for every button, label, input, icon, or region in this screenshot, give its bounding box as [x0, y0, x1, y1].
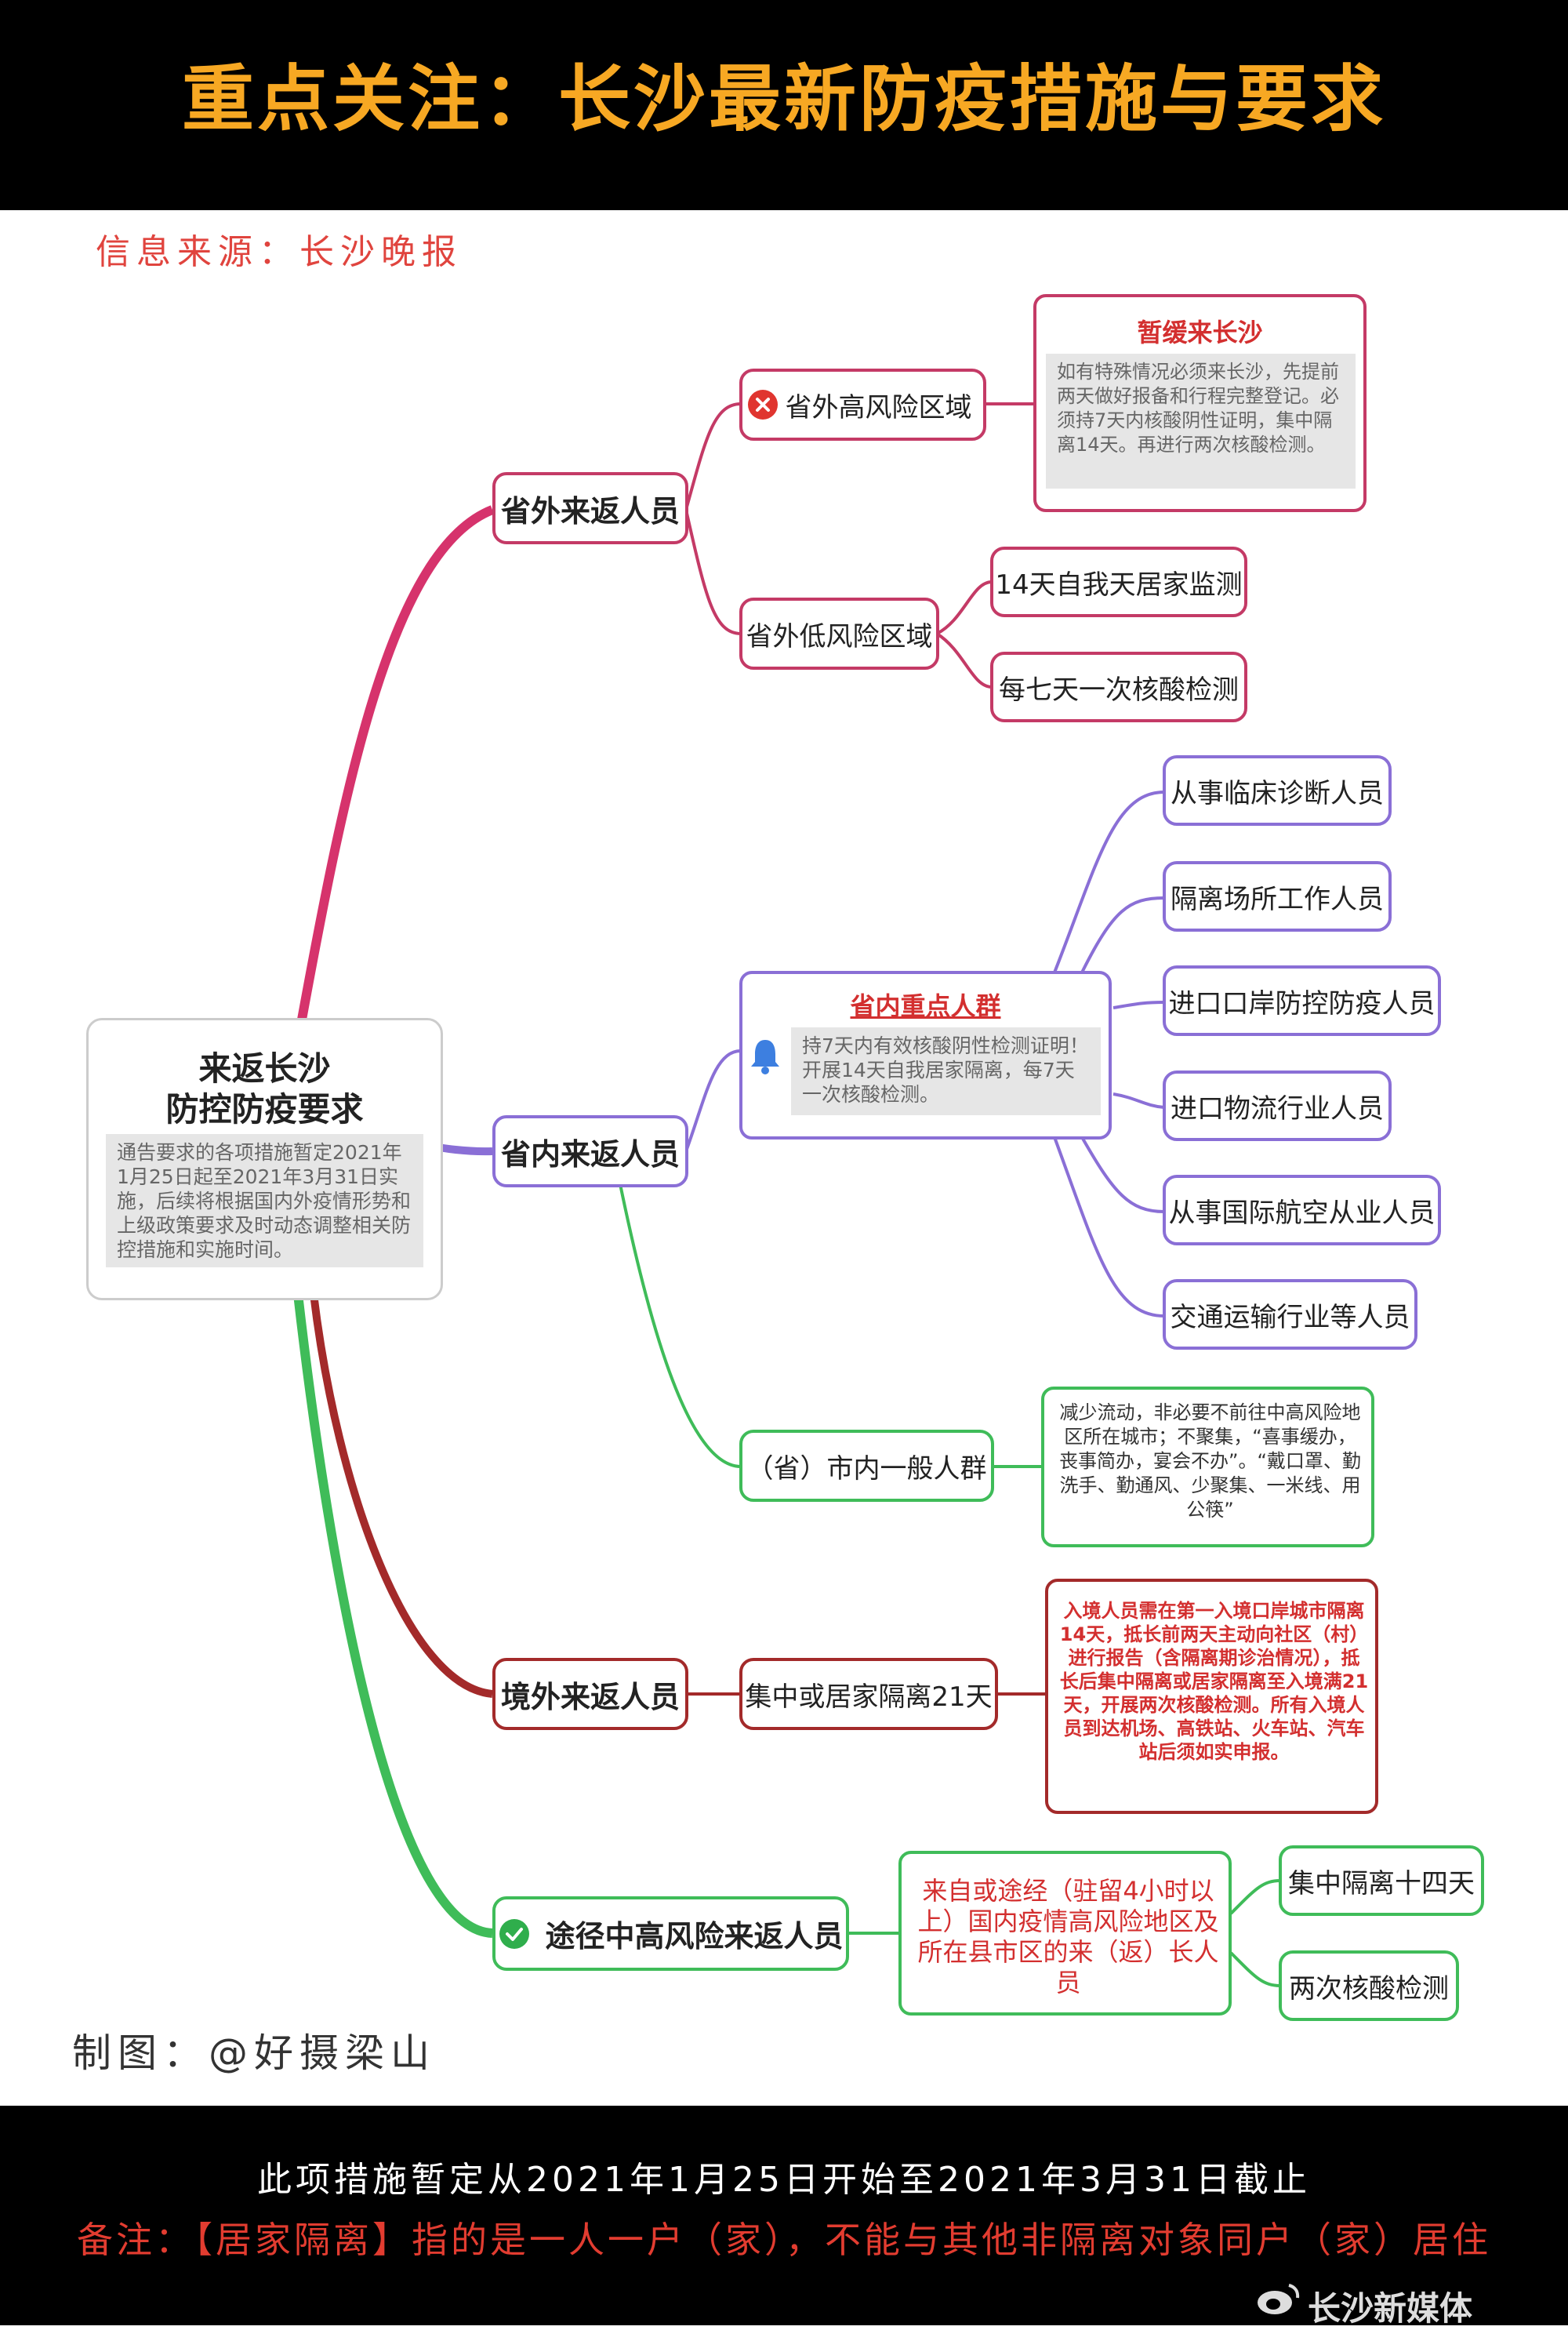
page-title: 重点关注：长沙最新防疫措施与要求 [181, 57, 1386, 141]
close-circle-icon [748, 390, 778, 420]
footer-period: 此项措施暂定从2021年1月25日开始至2021年3月31日截止 [257, 2160, 1311, 2200]
general-text: 减少流动，非必要不前往中高风险地区所在城市；不聚集，“喜事缓办，丧事简办，宴会不… [1059, 1401, 1361, 1521]
key-item-1: 从事临床诊断人员 [1163, 755, 1392, 826]
node-general-population: （省）市内一般人群 [739, 1430, 994, 1502]
bell-icon [751, 1040, 779, 1074]
branch-in-province: 省内来返人员 [492, 1115, 688, 1187]
node-low-risk: 省外低风险区域 [739, 598, 939, 670]
center-title-line1: 来返长沙 [198, 1049, 331, 1088]
via-risk-source-box: 来自或途经（驻留4小时以上）国内疫情高风险地区及所在县市区的来（返）长人员 [898, 1851, 1232, 2016]
key-item-4: 进口物流行业人员 [1163, 1070, 1392, 1141]
source-label: 信息来源：长沙晚报 [96, 232, 463, 272]
footer-note: 备注：【居家隔离】指的是一人一户（家），不能与其他非隔离对象同户（家）居住 [77, 2219, 1491, 2261]
branch-overseas: 境外来返人员 [492, 1658, 688, 1730]
center-node: 来返长沙 防控防疫要求 通告要求的各项措施暂定2021年1月25日起至2021年… [86, 1018, 443, 1300]
key-item-6: 交通运输行业等人员 [1163, 1279, 1417, 1350]
suspend-title: 暂缓来长沙 [1137, 318, 1263, 347]
node-overseas-measure: 集中或居家隔离21天 [739, 1658, 998, 1730]
via-item-1: 集中隔离十四天 [1279, 1845, 1484, 1916]
footer-bar [0, 2106, 1568, 2325]
key-group-title: 省内重点人群 [850, 991, 1001, 1021]
key-group-box: 省内重点人群 持7天内有效核酸阴性检测证明！开展14天自我居家隔离，每7天一次核… [739, 971, 1112, 1140]
branch-out-of-province: 省外来返人员 [492, 472, 688, 544]
check-circle-icon [499, 1919, 529, 1949]
header-bar [0, 0, 1568, 210]
overseas-text: 入境人员需在第一入境口岸城市隔离14天，抵长前两天主动向社区（村）进行报告（含隔… [1059, 1600, 1369, 1763]
suspend-text: 如有特殊情况必须来长沙，先提前两天做好报备和行程完整登记。必须持7天内核酸阴性证… [1046, 354, 1356, 489]
node-high-risk: 省外高风险区域 [739, 369, 986, 441]
low-risk-item-2: 每七天一次核酸检测 [990, 652, 1247, 722]
suspend-box: 暂缓来长沙 如有特殊情况必须来长沙，先提前两天做好报备和行程完整登记。必须持7天… [1033, 294, 1367, 512]
low-risk-item-1: 14天自我天居家监测 [990, 547, 1247, 617]
key-item-5: 从事国际航空从业人员 [1163, 1175, 1441, 1245]
center-title-line2: 防控防疫要求 [165, 1090, 364, 1129]
key-item-3: 进口口岸防控防疫人员 [1163, 965, 1441, 1036]
key-group-text: 持7天内有效核酸阴性检测证明！开展14天自我居家隔离，每7天一次核酸检测。 [791, 1027, 1101, 1115]
overseas-box: 入境人员需在第一入境口岸城市隔离14天，抵长前两天主动向社区（村）进行报告（含隔… [1045, 1579, 1378, 1814]
branch-via-risk: 途径中高风险来返人员 [492, 1896, 849, 1971]
key-item-2: 隔离场所工作人员 [1163, 861, 1392, 932]
general-box: 减少流动，非必要不前往中高风险地区所在城市；不聚集，“喜事缓办，丧事简办，宴会不… [1041, 1387, 1374, 1547]
branch-via-risk-label: 途径中高风险来返人员 [545, 1919, 844, 1954]
credit-label: 制图：@好摄梁山 [72, 2030, 436, 2076]
weibo-icon [1258, 2284, 1300, 2314]
via-risk-source-text: 来自或途经（驻留4小时以上）国内疫情高风险地区及所在县市区的来（返）长人员 [917, 1876, 1219, 1997]
center-note: 通告要求的各项措施暂定2021年1月25日起至2021年3月31日实施，后续将根… [106, 1134, 423, 1267]
node-high-risk-label: 省外高风险区域 [785, 391, 972, 423]
watermark: 长沙新媒体 [1308, 2289, 1473, 2328]
via-item-2: 两次核酸检测 [1279, 1950, 1459, 2021]
